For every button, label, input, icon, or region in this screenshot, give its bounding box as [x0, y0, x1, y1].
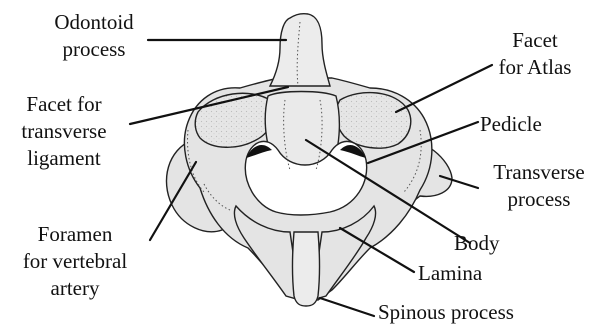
leader-spinous — [320, 298, 374, 316]
label-facet-for-transverse-ligament: Facet for transverse ligament — [0, 91, 128, 172]
label-facet-transverse-line3: ligament — [0, 145, 128, 172]
label-lamina: Lamina — [418, 260, 482, 287]
label-spinous-line1: Spinous process — [378, 299, 514, 326]
label-facet-transverse-line1: Facet for — [0, 91, 128, 118]
label-facet-atlas-line2: for Atlas — [480, 54, 590, 81]
label-odontoid-line1: Odontoid — [34, 9, 154, 36]
label-foramen-line2: for vertebral — [0, 248, 150, 275]
label-lamina-line1: Lamina — [418, 260, 482, 287]
odontoid-process — [270, 14, 330, 86]
label-facet-transverse-line2: transverse — [0, 118, 128, 145]
leader-facet-atlas — [396, 65, 492, 112]
label-facet-atlas-line1: Facet — [480, 27, 590, 54]
label-pedicle: Pedicle — [480, 111, 542, 138]
label-transverse-process: Transverse process — [474, 159, 604, 213]
label-facet-for-atlas: Facet for Atlas — [480, 27, 590, 81]
label-body-line1: Body — [454, 230, 500, 257]
label-odontoid-process: Odontoid process — [34, 9, 154, 63]
label-foramen-line3: artery — [0, 275, 150, 302]
spinous-process — [293, 232, 320, 306]
label-transverse-line1: Transverse — [474, 159, 604, 186]
label-foramen-vertebral-artery: Foramen for vertebral artery — [0, 221, 150, 302]
label-transverse-line2: process — [474, 186, 604, 213]
label-odontoid-line2: process — [34, 36, 154, 63]
label-spinous-process: Spinous process — [378, 299, 514, 326]
label-foramen-line1: Foramen — [0, 221, 150, 248]
label-body: Body — [454, 230, 500, 257]
label-pedicle-line1: Pedicle — [480, 111, 542, 138]
